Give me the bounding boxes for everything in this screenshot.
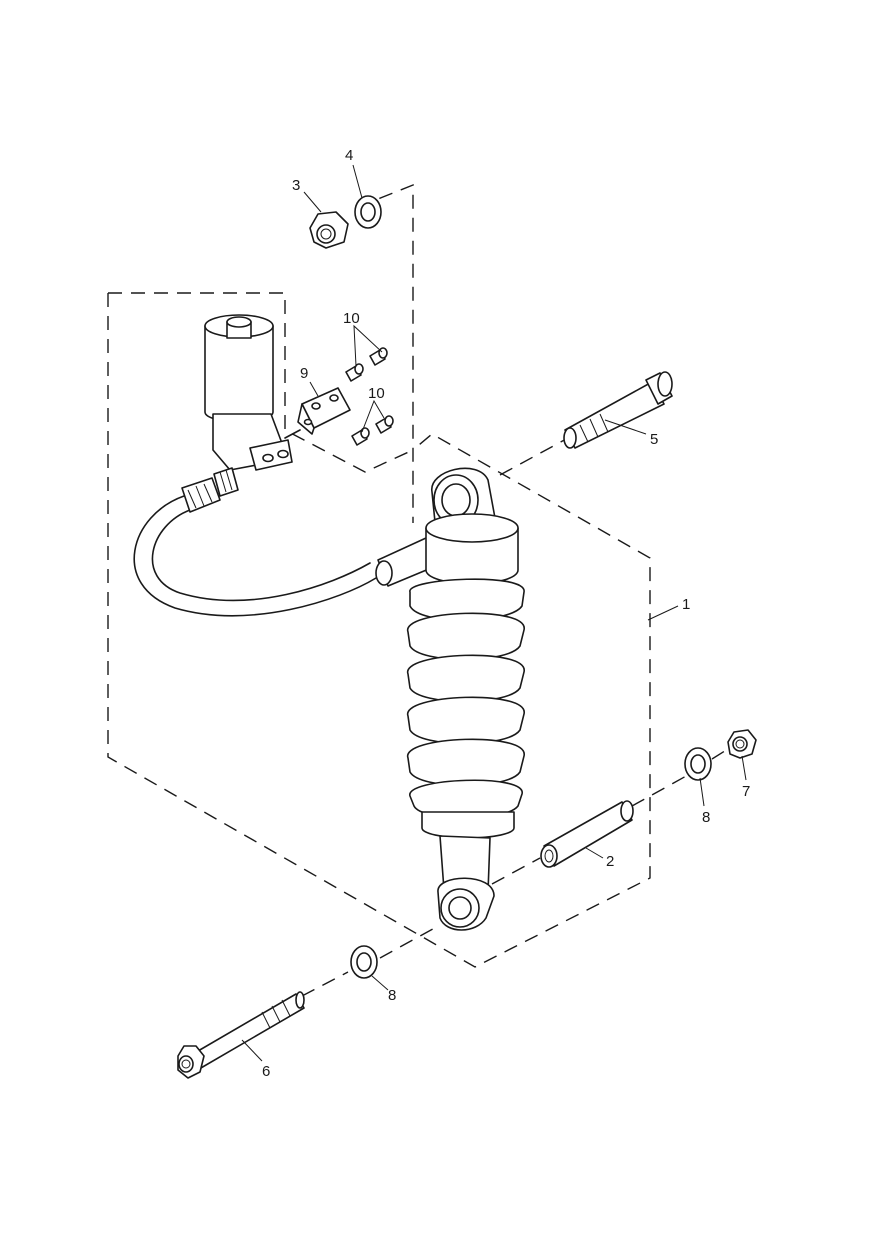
callout-8-right: 8 — [702, 809, 710, 826]
callout-4: 4 — [345, 147, 353, 164]
top-washer — [354, 195, 382, 229]
leader-lines — [241, 164, 747, 1062]
top-nut — [309, 211, 349, 249]
callout-6: 6 — [262, 1063, 270, 1080]
spacer-sleeve — [540, 800, 634, 868]
lower-right-nut — [727, 729, 757, 759]
callout-7: 7 — [742, 783, 750, 800]
bottom-bolt — [177, 991, 305, 1079]
remote-reservoir — [204, 314, 293, 497]
callout-10-lower: 10 — [368, 385, 385, 402]
callout-5: 5 — [650, 431, 658, 448]
callout-2: 2 — [606, 853, 614, 870]
lower-right-washer — [684, 747, 712, 781]
hydraulic-hose — [133, 477, 377, 617]
callout-8-left: 8 — [388, 987, 396, 1004]
callout-1: 1 — [682, 596, 690, 613]
assembly-boundary-lines — [107, 183, 729, 997]
shock-absorber — [375, 467, 525, 931]
callout-3: 3 — [292, 177, 300, 194]
callout-10-upper: 10 — [343, 310, 360, 327]
mounting-bracket — [284, 387, 351, 439]
top-bolt — [563, 371, 673, 449]
callout-9: 9 — [300, 365, 308, 382]
callout-labels: 1 2 3 4 5 6 7 8 8 9 10 10 — [262, 147, 750, 1080]
lower-left-washer — [350, 945, 378, 979]
